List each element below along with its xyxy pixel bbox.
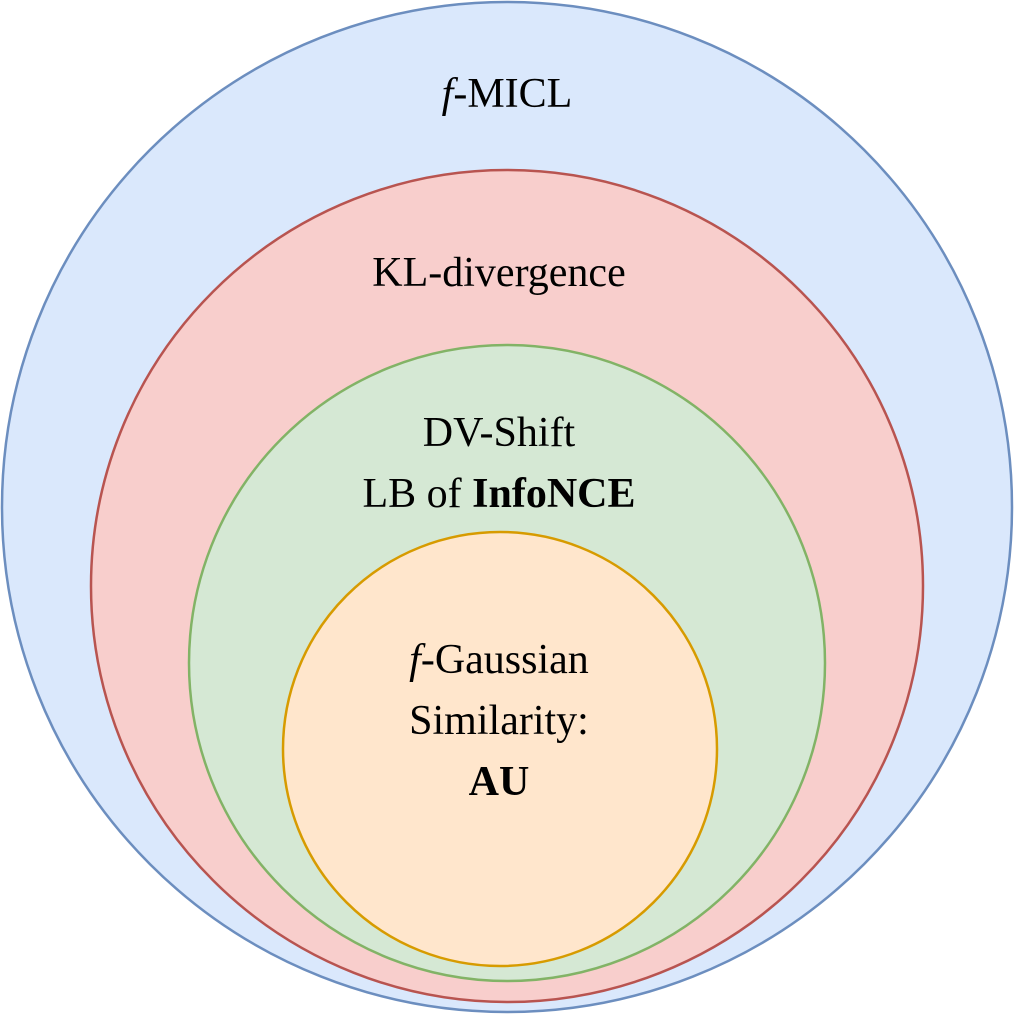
- similarity-label: Similarity:: [409, 698, 589, 744]
- lb-infonce-label: LB of InfoNCE: [362, 471, 635, 517]
- f-gaussian-circle: [281, 530, 719, 968]
- f-gaussian-region: f-Gaussian Similarity: AU: [281, 530, 719, 968]
- f-micl-label: f-MICL: [442, 71, 573, 117]
- lb-infonce-prefix: LB of: [362, 471, 472, 517]
- f-gaussian-label: f-Gaussian: [409, 637, 589, 683]
- au-label: AU: [469, 759, 530, 805]
- f-gaussian-suffix: -Gaussian: [421, 637, 589, 683]
- dv-shift-label: DV-Shift: [423, 410, 576, 456]
- f-micl-label-suffix: -MICL: [453, 71, 572, 117]
- kl-divergence-label: KL-divergence: [372, 250, 625, 296]
- infonce-bold: InfoNCE: [472, 471, 635, 517]
